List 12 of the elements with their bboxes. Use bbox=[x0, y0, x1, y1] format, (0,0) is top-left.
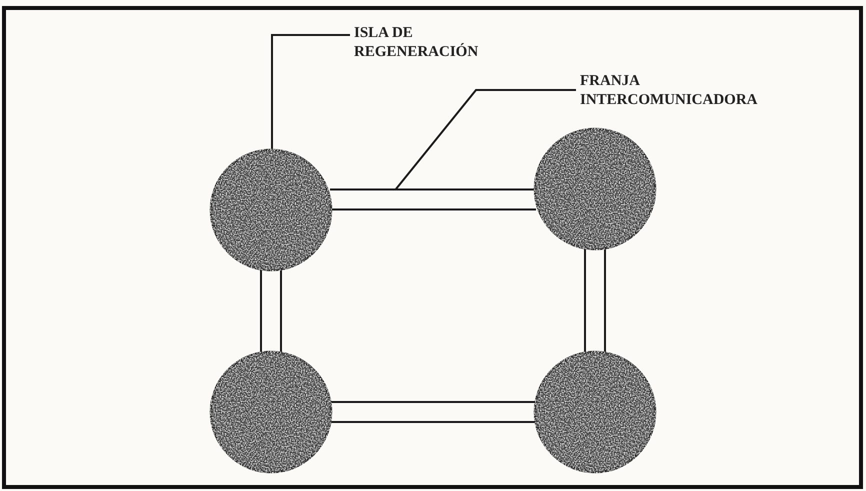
callout-label: FRANJA INTERCOMUNICADORA bbox=[580, 72, 810, 110]
textured-circle bbox=[533, 127, 657, 251]
leader-line bbox=[395, 89, 576, 190]
textured-circle bbox=[209, 148, 333, 272]
double-line-corridor bbox=[330, 188, 536, 210]
double-line-corridor bbox=[584, 248, 606, 353]
leader-line bbox=[271, 34, 350, 150]
textured-circle bbox=[209, 350, 333, 474]
double-line-corridor bbox=[260, 269, 282, 353]
textured-circle bbox=[533, 350, 657, 474]
callout-label: ISLA DE REGENERACIÓN bbox=[354, 24, 514, 62]
double-line-corridor bbox=[330, 401, 536, 423]
